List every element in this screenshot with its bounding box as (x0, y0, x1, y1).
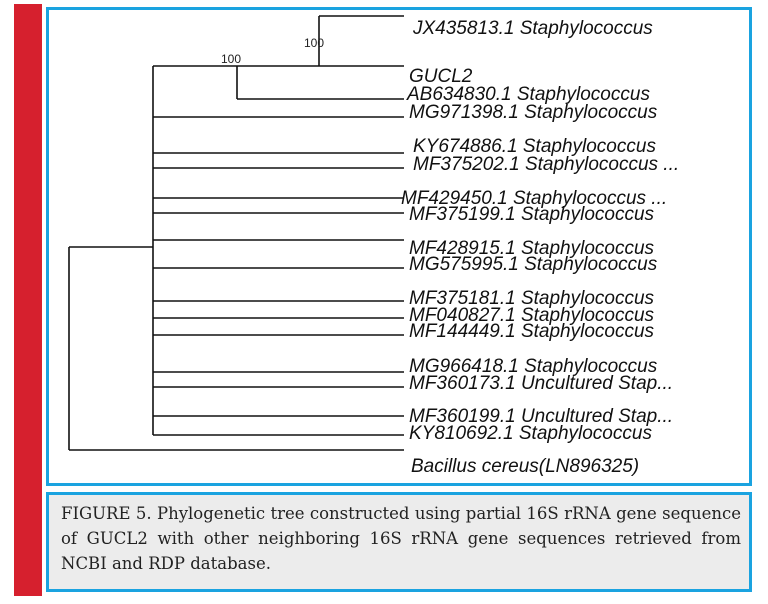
leaf-label: JX435813.1 Staphylococcus (412, 18, 653, 39)
tree-panel: 100 100 JX435813.1 Staphylococcus GUCL2 … (46, 7, 752, 486)
phylogenetic-tree: 100 100 JX435813.1 Staphylococcus GUCL2 … (68, 15, 679, 477)
leaf-label: KY674886.1 Staphylococcus (413, 136, 656, 157)
tree-branches (68, 15, 404, 451)
leaf-label: MF428915.1 Staphylococcus (409, 238, 655, 259)
figure-caption: FIGURE 5. Phylogenetic tree constructed … (61, 504, 741, 573)
leaf-label: MG971398.1 Staphylococcus (409, 102, 658, 123)
leaf-label: Bacillus cereus(LN896325) (411, 456, 639, 477)
leaf-label: MG966418.1 Staphylococcus (409, 356, 658, 377)
leaf-label: MF360173.1 Uncultured Stap... (409, 373, 673, 394)
figure-caption-panel: FIGURE 5. Phylogenetic tree constructed … (46, 492, 752, 592)
accent-bar (14, 4, 42, 596)
leaf-label: MG575995.1 Staphylococcus (409, 254, 658, 275)
bootstrap-label-2: 100 (304, 36, 324, 50)
leaf-label: MF375202.1 Staphylococcus ... (413, 154, 679, 175)
leaf-label: MF360199.1 Uncultured Stap... (409, 406, 673, 427)
bootstrap-label-1: 100 (221, 52, 241, 66)
leaf-label: KY810692.1 Staphylococcus (409, 423, 652, 444)
leaf-label: MF429450.1 Staphylococcus ... (401, 188, 667, 209)
leaf-label: MF375181.1 Staphylococcus (409, 288, 655, 309)
leaf-label: MF040827.1 Staphylococcus (409, 305, 655, 326)
leaf-label: AB634830.1 Staphylococcus (406, 84, 650, 105)
leaf-label: MF144449.1 Staphylococcus (409, 321, 655, 342)
leaf-label: MF375199.1 Staphylococcus (409, 204, 655, 225)
leaf-label: GUCL2 (409, 66, 473, 87)
